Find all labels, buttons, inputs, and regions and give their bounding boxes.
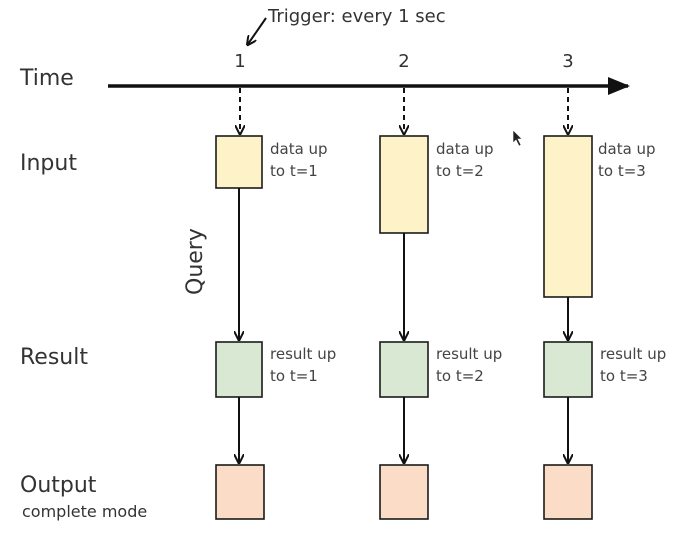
output-box: [215, 464, 265, 520]
time-row-label: Time: [19, 66, 74, 91]
result-note: result up to t=1: [270, 345, 341, 385]
input-box: [215, 135, 263, 189]
trigger-label: Trigger: every 1 sec: [267, 6, 446, 27]
result-box: [379, 341, 429, 398]
query-label: Query: [183, 228, 208, 295]
output-box: [543, 464, 593, 520]
input-row-label: Input: [20, 151, 77, 176]
output-box: [379, 464, 429, 520]
output-mode-label: complete mode: [22, 502, 147, 521]
result-box: [543, 341, 593, 398]
trigger-arrow: [248, 17, 267, 44]
input-box: [379, 135, 429, 234]
mouse-cursor-icon: [512, 129, 523, 147]
input-note: data up to t=3: [598, 140, 660, 180]
result-note: result up to t=3: [600, 345, 671, 385]
output-row-label: Output: [20, 473, 97, 498]
result-note: result up to t=2: [436, 345, 507, 385]
tick-label: 3: [562, 51, 573, 72]
result-box: [215, 341, 263, 398]
result-row-label: Result: [20, 345, 88, 370]
tick-label: 1: [234, 51, 245, 72]
input-note: data up to t=2: [436, 140, 498, 180]
tick-label: 2: [398, 51, 409, 72]
input-note: data up to t=1: [270, 140, 332, 180]
input-box: [543, 135, 593, 298]
